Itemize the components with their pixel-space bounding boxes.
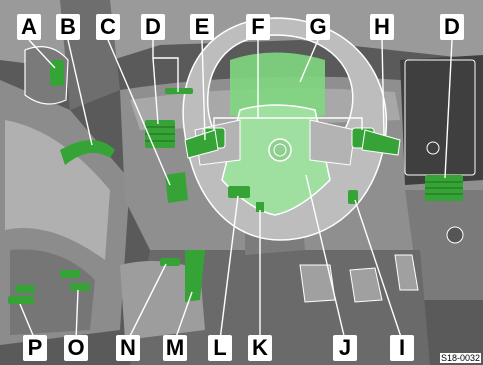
steering-adjust-lever-highlight bbox=[228, 186, 250, 198]
screen-knob bbox=[426, 141, 440, 155]
label-m: M bbox=[163, 335, 187, 361]
bonnet-release-highlight bbox=[185, 250, 205, 302]
door-handle-highlight bbox=[60, 140, 115, 165]
brake-pedal bbox=[299, 264, 336, 303]
center-console bbox=[405, 190, 483, 300]
label-k: K bbox=[248, 335, 272, 361]
air-vent-top-highlight bbox=[165, 88, 193, 94]
label-j: J bbox=[333, 335, 357, 361]
light-switch-highlight bbox=[165, 172, 188, 203]
window-switches-highlight bbox=[8, 270, 90, 304]
brand-logo bbox=[268, 138, 292, 162]
label-o: O bbox=[64, 335, 88, 361]
label-c: C bbox=[96, 14, 120, 40]
infotainment-screen bbox=[400, 55, 483, 185]
fuel-flap-release-highlight bbox=[160, 258, 180, 266]
air-vent-left-slats bbox=[145, 126, 175, 142]
right-stalk-highlight bbox=[361, 129, 401, 156]
horn-area-highlight bbox=[256, 202, 264, 212]
label-a: A bbox=[17, 14, 41, 40]
figure-reference: S18-0032 bbox=[439, 353, 481, 363]
label-p: P bbox=[23, 335, 47, 361]
label-e: E bbox=[190, 14, 214, 40]
label-d-left: D bbox=[141, 14, 165, 40]
label-h: H bbox=[370, 14, 394, 40]
door-trim bbox=[5, 120, 110, 260]
right-spoke bbox=[309, 119, 356, 166]
label-b: B bbox=[56, 14, 80, 40]
accelerator-pedal bbox=[394, 254, 419, 291]
instrument-cluster-highlight bbox=[230, 52, 325, 120]
label-g: G bbox=[306, 14, 330, 40]
label-i: I bbox=[390, 335, 414, 361]
brand-logo-inner bbox=[273, 143, 287, 157]
knee-bolster bbox=[120, 261, 205, 340]
ignition-highlight bbox=[348, 190, 358, 204]
label-n: N bbox=[116, 335, 140, 361]
label-l: L bbox=[208, 335, 232, 361]
clutch-pedal bbox=[349, 267, 383, 303]
air-vent-right-slats bbox=[425, 181, 463, 195]
label-f: F bbox=[246, 14, 270, 40]
console-knob bbox=[446, 226, 464, 244]
leader-lines bbox=[19, 39, 453, 341]
label-d-right: D bbox=[440, 14, 464, 40]
